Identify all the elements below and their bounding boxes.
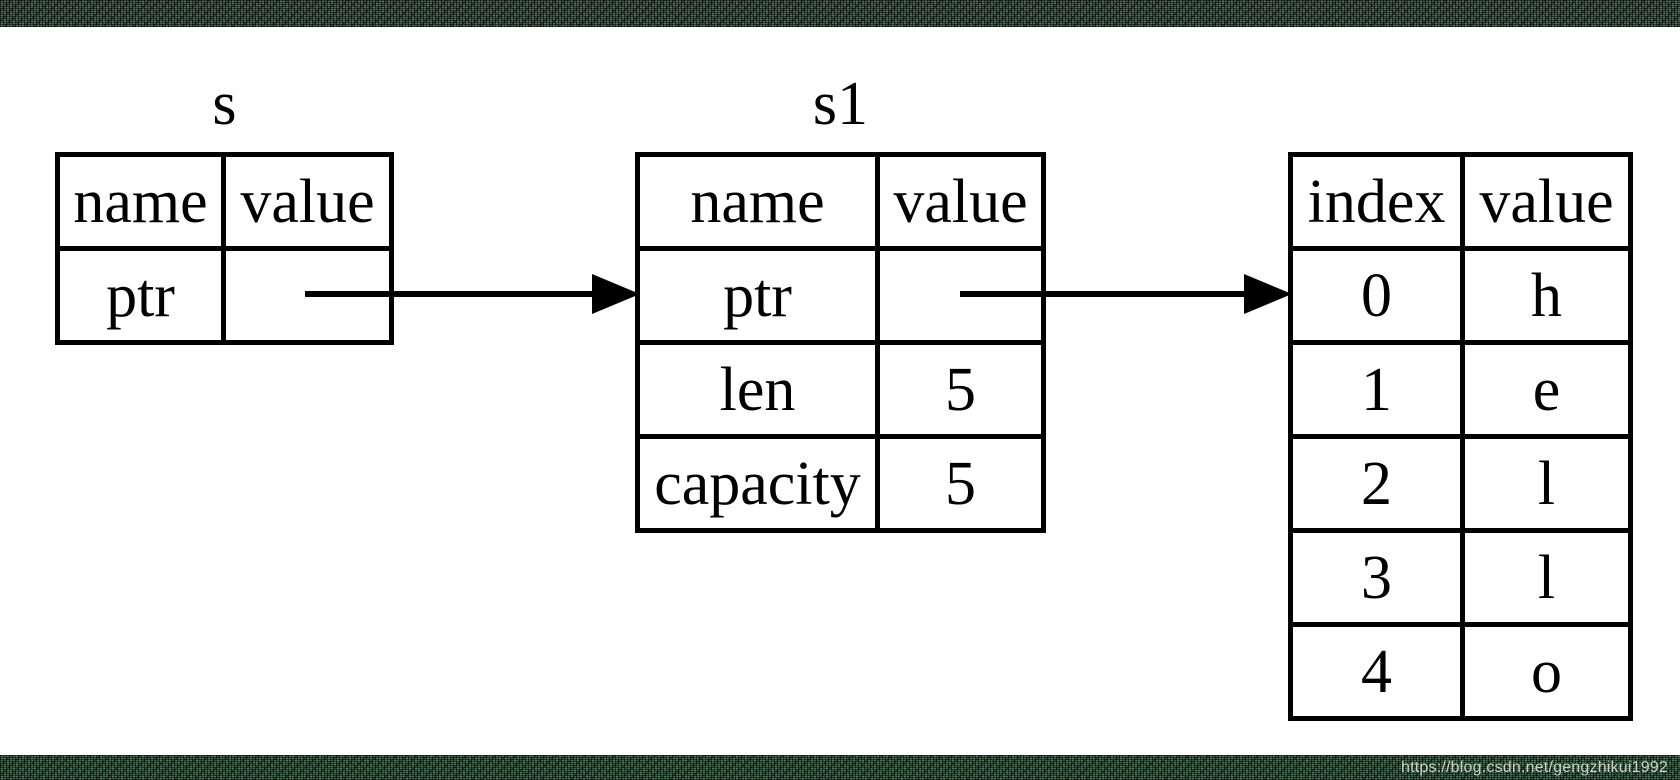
heap-header-value: value: [1460, 152, 1633, 251]
table-row: ptr: [55, 246, 394, 345]
table-s1-title: s1: [812, 70, 869, 138]
s-header-name: name: [55, 152, 226, 251]
heap-cell-4-index: 4: [1288, 622, 1465, 721]
heap-cell-1-value: e: [1460, 340, 1633, 439]
heap-cell-1-index: 1: [1288, 340, 1465, 439]
s-cell-ptr-value: [221, 246, 394, 345]
table-row: name value: [635, 152, 1046, 251]
table-row: 1 e: [1288, 340, 1633, 439]
s1-cell-len-value: 5: [875, 340, 1046, 439]
heap-cell-2-index: 2: [1288, 434, 1465, 533]
heap-cell-0-value: h: [1460, 246, 1633, 345]
s1-cell-len-name: len: [635, 340, 880, 439]
table-row: name value: [55, 152, 394, 251]
heap-cell-3-index: 3: [1288, 528, 1465, 627]
heap-cell-4-value: o: [1460, 622, 1633, 721]
table-row: len 5: [635, 340, 1046, 439]
table-row: capacity 5: [635, 434, 1046, 533]
s-cell-ptr-name: ptr: [55, 246, 226, 345]
table-s-title: s: [212, 70, 237, 138]
table-row: ptr: [635, 246, 1046, 345]
heap-cell-2-value: l: [1460, 434, 1633, 533]
heap-header-index: index: [1288, 152, 1465, 251]
s-header-value: value: [221, 152, 394, 251]
s1-cell-capacity-value: 5: [875, 434, 1046, 533]
table-s: name value ptr: [55, 152, 394, 345]
table-row: 2 l: [1288, 434, 1633, 533]
table-heap: index value 0 h 1 e 2 l 3 l 4 o: [1288, 152, 1633, 721]
s1-cell-ptr-value: [875, 246, 1046, 345]
table-row: 3 l: [1288, 528, 1633, 627]
table-s1: name value ptr len 5 capacity 5: [635, 152, 1046, 533]
s1-header-value: value: [875, 152, 1046, 251]
heap-cell-3-value: l: [1460, 528, 1633, 627]
table-row: 0 h: [1288, 246, 1633, 345]
table-row: 4 o: [1288, 622, 1633, 721]
s1-cell-capacity-name: capacity: [635, 434, 880, 533]
top-transparency-noise-bar: [0, 0, 1680, 27]
csdn-watermark-url: https://blog.csdn.net/gengzhikui1992: [1401, 758, 1668, 776]
bottom-transparency-noise-bar: https://blog.csdn.net/gengzhikui1992: [0, 755, 1680, 780]
table-row: index value: [1288, 152, 1633, 251]
s1-header-name: name: [635, 152, 880, 251]
heap-cell-0-index: 0: [1288, 246, 1465, 345]
s1-cell-ptr-name: ptr: [635, 246, 880, 345]
